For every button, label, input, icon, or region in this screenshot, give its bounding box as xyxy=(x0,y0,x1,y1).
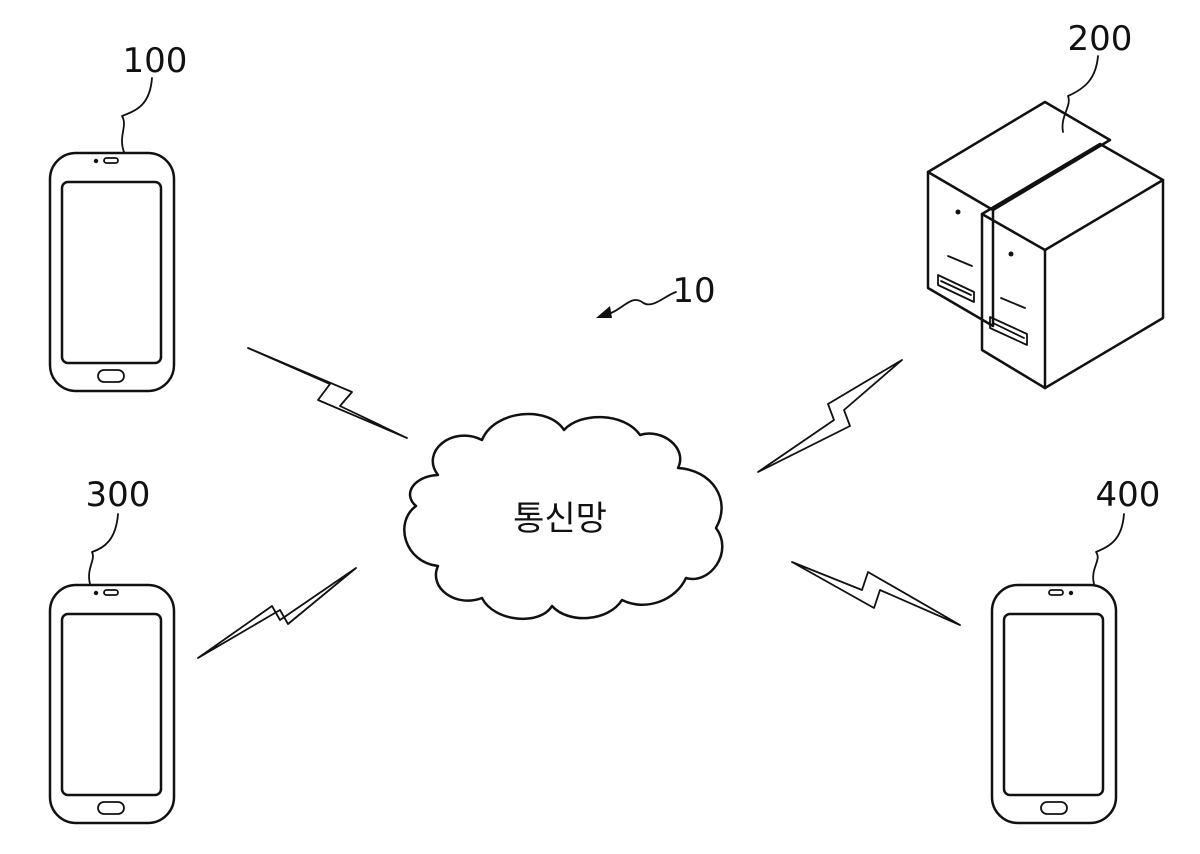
smartphone-400: 400 xyxy=(992,475,1160,823)
server-icon xyxy=(928,102,1163,388)
ref-label-300: 300 xyxy=(86,475,151,515)
network-name-label: 통신망 xyxy=(513,499,607,539)
lightning-bolt-icon xyxy=(792,562,960,625)
smartphone-icon xyxy=(50,585,174,823)
leader-line-400 xyxy=(1093,514,1124,584)
arrow-head xyxy=(596,306,612,318)
leader-line-100 xyxy=(122,78,152,152)
leader-arrow-icon xyxy=(602,292,676,316)
leader-line-300 xyxy=(89,514,118,584)
lightning-bolt-icon xyxy=(198,568,356,658)
lightning-bolt-icon xyxy=(758,360,902,472)
leader-line-200 xyxy=(1063,56,1098,132)
smartphone-100: 100 xyxy=(50,41,187,391)
smartphone-icon xyxy=(992,585,1116,823)
ref-label-100: 100 xyxy=(123,41,188,81)
smartphone-icon xyxy=(50,153,174,391)
ref-label-400: 400 xyxy=(1096,475,1161,515)
communication-network: 통신망 10 xyxy=(404,271,722,619)
ref-label-200: 200 xyxy=(1068,19,1133,59)
lightning-bolt-icon xyxy=(248,348,407,438)
server-200: 200 xyxy=(928,19,1163,388)
smartphone-300: 300 xyxy=(50,475,174,823)
ref-label-10: 10 xyxy=(672,271,715,311)
